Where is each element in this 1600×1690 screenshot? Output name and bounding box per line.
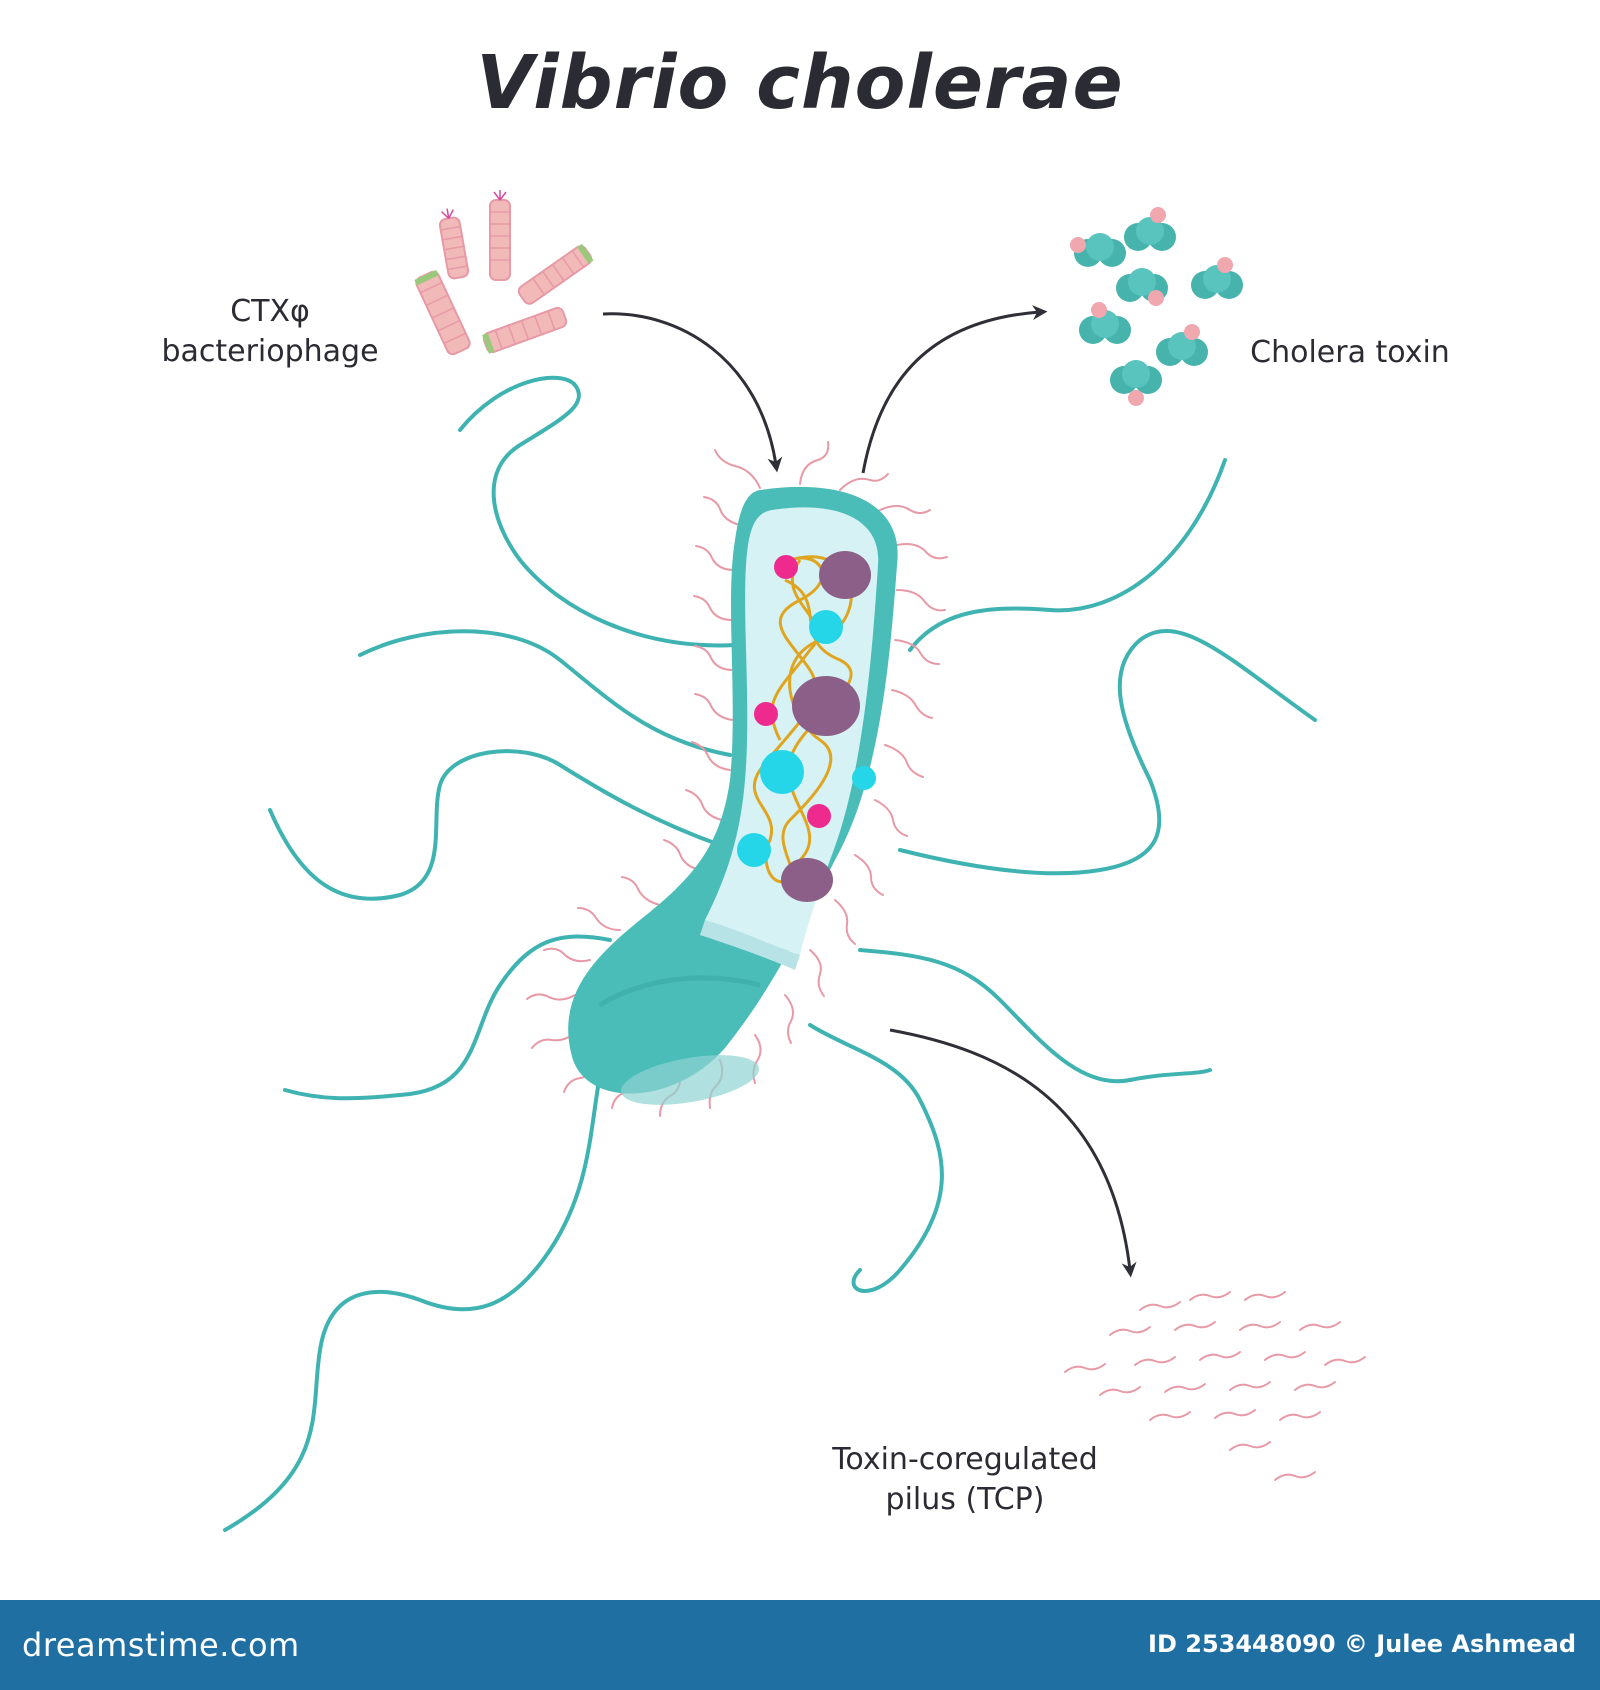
arrows xyxy=(602,305,1137,1278)
label-bacteriophage: CTXφ bacteriophage xyxy=(130,292,410,372)
footer-credit: ID 253448090 © Julee Ashmead xyxy=(1148,1630,1576,1658)
flagella xyxy=(223,375,1317,1532)
label-tcp-line2: pilus (TCP) xyxy=(885,1482,1045,1517)
label-cholera-toxin: Cholera toxin xyxy=(1250,335,1450,370)
arrow-phage-to-cell xyxy=(602,312,783,473)
footer-bar: dreamstime.com ID 253448090 © Julee Ashm… xyxy=(0,1600,1600,1690)
granule-cyan xyxy=(737,833,771,867)
granule-pink xyxy=(754,702,778,726)
tcp-fragments xyxy=(1064,1291,1366,1481)
granule-cyan xyxy=(760,750,804,794)
granule-large xyxy=(781,858,833,902)
granule-pink xyxy=(774,555,798,579)
granule-cyan xyxy=(852,766,876,790)
label-tcp-line1: Toxin-coregulated xyxy=(832,1442,1098,1477)
cholera-toxin-molecules xyxy=(1070,207,1243,406)
diagram-svg xyxy=(223,190,1366,1532)
granule-pink xyxy=(807,804,831,828)
footer-brand[interactable]: dreamstime.com xyxy=(22,1626,300,1664)
granule-large xyxy=(792,676,860,736)
label-tcp: Toxin-coregulated pilus (TCP) xyxy=(800,1440,1130,1520)
label-bacteriophage-line1: CTXφ xyxy=(230,294,310,329)
diagram-title: Vibrio cholerae xyxy=(476,40,1124,126)
granules xyxy=(737,551,876,902)
ctx-phage-particles xyxy=(414,190,594,356)
arrow-cell-to-tcp xyxy=(889,1028,1137,1278)
granule-cyan xyxy=(809,610,843,644)
arrow-cell-to-toxin xyxy=(861,305,1048,474)
label-bacteriophage-line2: bacteriophage xyxy=(161,334,379,369)
granule-large xyxy=(819,551,871,599)
